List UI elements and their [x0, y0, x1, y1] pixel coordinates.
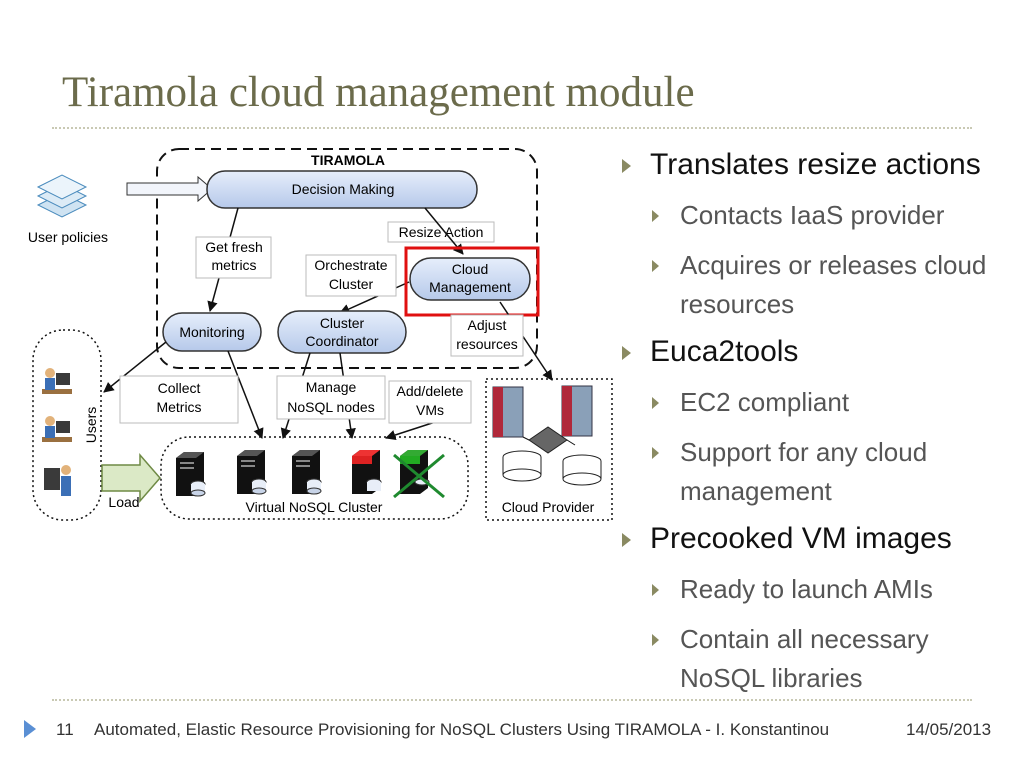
resize-action-box [387, 221, 495, 243]
policies-input-arrow [126, 175, 213, 203]
orchestrate-arrow [339, 281, 410, 314]
monitoring-node [162, 312, 262, 352]
server-icon-1 [175, 451, 206, 497]
cloud-provider-group [485, 378, 613, 521]
user-person-icon-1 [42, 368, 72, 394]
adjust-resources-line1: Adjust [468, 317, 507, 333]
cloud-management-line2: Management [429, 279, 511, 295]
cloud-management-node [409, 257, 531, 301]
load-arrow [101, 452, 161, 504]
manage-nosql-line1: Manage [306, 379, 357, 395]
rack-server-icon-1 [492, 386, 524, 438]
footer: 11 Automated, Elastic Resource Provision… [0, 712, 1024, 748]
orchestrate-cluster-box [305, 254, 397, 297]
bullet-0: Translates resize actions [618, 148, 1018, 182]
get-fresh-metrics-line1: Get fresh [205, 239, 263, 255]
tiramola-label: TIRAMOLA [311, 152, 385, 168]
server-icon-removed [393, 450, 445, 499]
orchestrate-cluster-line1: Orchestrate [314, 257, 387, 273]
rack-server-icon-2 [561, 385, 593, 437]
sub-bullet-5: Support for any cloud management [618, 433, 1018, 511]
monitoring-label: Monitoring [179, 324, 244, 340]
virtual-cluster-label: Virtual NoSQL Cluster [246, 499, 383, 515]
manage-nosql-box [276, 375, 386, 420]
server-icon-new [352, 450, 382, 494]
user-policies-label: User policies [28, 229, 108, 245]
user-policies-icon [36, 174, 88, 218]
bullet-3: Euca2tools [618, 335, 1018, 369]
cluster-coordinator-node [277, 310, 407, 354]
bullet-6: Precooked VM images [618, 522, 1018, 556]
title-divider [52, 127, 972, 129]
footer-page-number: 11 [56, 720, 74, 739]
collect-metrics-line2: Metrics [156, 399, 201, 415]
cluster-coordinator-line1: Cluster [320, 315, 365, 331]
footer-text: Automated, Elastic Resource Provisioning… [94, 720, 830, 739]
add-delete-vms-box [388, 380, 472, 424]
network-switch-icon [522, 426, 576, 454]
users-group [32, 329, 102, 521]
collect-metrics-box [119, 375, 239, 424]
sub-bullet-1: Contacts IaaS provider [618, 196, 1018, 235]
add-delete-vms-line1: Add/delete [397, 383, 464, 399]
storage-disk-icon-2 [562, 454, 602, 486]
sub-bullet-8: Contain all necessary NoSQL libraries [618, 620, 1018, 698]
resize-arrow [424, 207, 464, 255]
decision-making-node [206, 170, 478, 209]
server-icon-2 [236, 449, 267, 495]
load-label: Load [108, 494, 139, 510]
manage-nosql-line2: NoSQL nodes [287, 399, 374, 415]
virtual-cluster-group [160, 436, 469, 520]
collect-metrics-line1: Collect [158, 380, 201, 396]
storage-disk-icon-1 [502, 450, 542, 482]
cloud-provider-label: Cloud Provider [502, 499, 595, 515]
adjust-resources-box [450, 314, 524, 357]
slide-title: Tiramola cloud management module [62, 69, 695, 116]
sub-bullet-7: Ready to launch AMIs [618, 570, 1018, 609]
get-fresh-metrics-line2: metrics [211, 257, 256, 273]
sub-bullet-2: Acquires or releases cloud resources [618, 246, 1018, 324]
resize-action-label: Resize Action [399, 224, 484, 240]
user-person-icon-3 [44, 465, 71, 496]
cloud-management-line1: Cloud [452, 261, 489, 277]
cluster-coordinator-line2: Coordinator [305, 333, 378, 349]
users-label: Users [83, 407, 99, 444]
footer-arrow-icon [24, 720, 36, 738]
add-delete-vms-line2: VMs [416, 402, 444, 418]
adjust-resources-line2: resources [456, 336, 517, 352]
sub-bullet-4: EC2 compliant [618, 383, 1018, 422]
orchestrate-cluster-line2: Cluster [329, 276, 374, 292]
footer-divider [52, 699, 972, 701]
monitoring-users-arrow [103, 341, 167, 393]
user-person-icon-2 [42, 416, 72, 442]
decision-making-label: Decision Making [292, 181, 395, 197]
get-fresh-metrics-box [195, 236, 272, 279]
footer-date: 14/05/2013 [906, 720, 992, 739]
server-icon-3 [291, 449, 322, 495]
collect-metrics-arrow [227, 350, 264, 439]
